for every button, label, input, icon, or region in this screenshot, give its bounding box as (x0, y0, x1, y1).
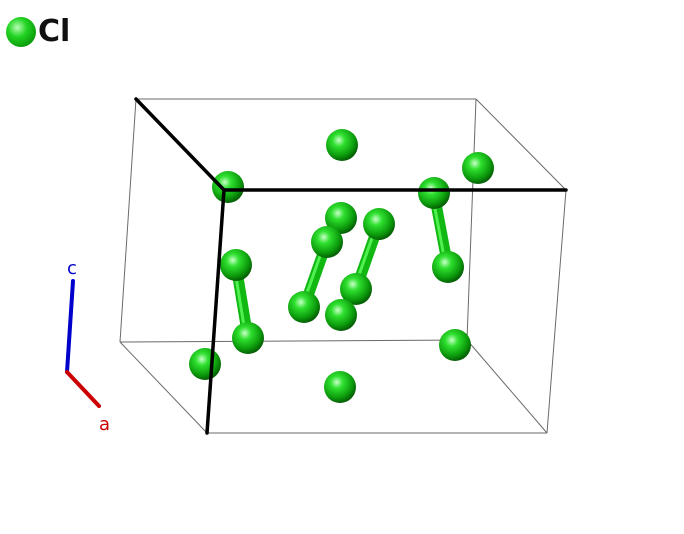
cl-atom (439, 329, 471, 361)
cell-edge (466, 339, 548, 434)
cl-atom (288, 291, 320, 323)
cl-atom (363, 208, 395, 240)
legend-chlorine-atom-icon (6, 17, 36, 47)
a-axis-label: a (99, 414, 110, 435)
cl-atom (212, 171, 244, 203)
cl-atom (189, 348, 221, 380)
cl-atom (232, 322, 264, 354)
cl-atom (418, 177, 450, 209)
cl-atom (462, 152, 494, 184)
cell-edge (119, 98, 137, 343)
cl-atom (325, 202, 357, 234)
cell-edge (475, 98, 567, 191)
cell-edge (119, 341, 208, 434)
cell-edge (466, 98, 477, 341)
cl-atom (311, 226, 343, 258)
cl-atom (340, 273, 372, 305)
cell-edge (546, 189, 567, 434)
legend: Cl (6, 12, 70, 52)
cl-atom (324, 371, 356, 403)
legend-element-label: Cl (38, 14, 71, 49)
atoms (189, 129, 494, 403)
cl-atom (220, 249, 252, 281)
orientation-axes: c a (65, 258, 110, 435)
c-axis-label: c (67, 258, 77, 279)
unit-cell-thin-edges (119, 98, 567, 434)
cl-atom (432, 251, 464, 283)
cl-atom (325, 299, 357, 331)
cell-origin-edge (134, 97, 226, 192)
cell-edge (119, 339, 468, 343)
cl-atom (326, 129, 358, 161)
cell-origin-edge (205, 188, 226, 435)
c-axis-arrow (65, 279, 75, 374)
a-axis-arrow (65, 370, 101, 408)
unit-cell-thick-edges (134, 97, 568, 435)
